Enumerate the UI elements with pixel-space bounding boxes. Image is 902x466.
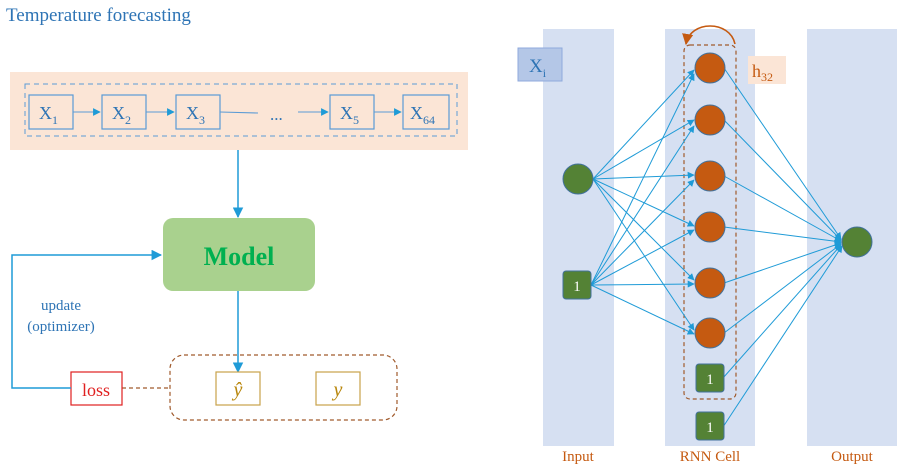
loss-label: loss [82, 380, 110, 400]
svg-text:ŷ: ŷ [232, 379, 243, 401]
hidden-node [694, 104, 726, 136]
xi-label-box [517, 47, 563, 82]
input-node [562, 163, 594, 195]
hidden-node [694, 211, 726, 243]
svg-text:y: y [332, 379, 343, 401]
sequence-dashed-frame [24, 83, 458, 137]
sequence-ellipsis: ... [270, 105, 283, 124]
input-column [543, 29, 614, 446]
rnn-column-label: RNN Cell [680, 449, 740, 465]
hidden-node [694, 52, 726, 84]
sequence-box-x2: X2 [101, 94, 147, 130]
hidden-nodes [694, 52, 726, 349]
model-label: Model [204, 242, 275, 271]
diagram-title: Temperature forecasting [6, 5, 191, 26]
input-bias-label: 1 [573, 279, 581, 295]
sequence-band [10, 72, 468, 150]
feedback-arrow [11, 249, 163, 389]
hidden-bias-node-outer [695, 411, 725, 441]
optimizer-label: (optimizer) [27, 319, 94, 335]
h32-label: h32 [752, 61, 773, 84]
model-box [163, 218, 315, 291]
sequence-arrows [73, 108, 402, 116]
svg-text:X5: X5 [340, 103, 359, 127]
input-to-hidden-connections [590, 69, 695, 335]
hidden-node [694, 267, 726, 299]
output-column-label: Output [831, 449, 874, 465]
xi-label: Xi [529, 56, 547, 80]
input-column-label: Input [562, 449, 594, 465]
sequence-box-x1: X1 [28, 94, 74, 130]
update-label: update [41, 298, 81, 314]
hidden-bias-outer-label: 1 [706, 420, 714, 436]
sequence-box-x5: X5 [329, 94, 375, 130]
svg-text:X1: X1 [39, 103, 58, 127]
y-box: y [315, 371, 361, 406]
hidden-node [694, 317, 726, 349]
y-hat-box: ŷ [215, 371, 261, 406]
sequence-box-x64: X64 [402, 94, 450, 130]
svg-text:X64: X64 [410, 103, 435, 127]
hidden-to-output-connections [722, 67, 843, 428]
output-node [841, 226, 873, 258]
recurrent-loop-arrow [682, 25, 736, 46]
rnn-cell-frame [683, 44, 737, 400]
loss-box [70, 371, 123, 406]
hidden-bias-node-inner [695, 363, 725, 393]
hidden-node [694, 160, 726, 192]
prediction-dashed-box [169, 354, 398, 421]
svg-text:X2: X2 [112, 103, 131, 127]
svg-text:X3: X3 [186, 103, 205, 127]
h32-label-box [748, 56, 786, 84]
input-bias-node [562, 270, 592, 300]
sequence-box-x3: X3 [175, 94, 221, 130]
hidden-bias-inner-label: 1 [706, 372, 714, 388]
